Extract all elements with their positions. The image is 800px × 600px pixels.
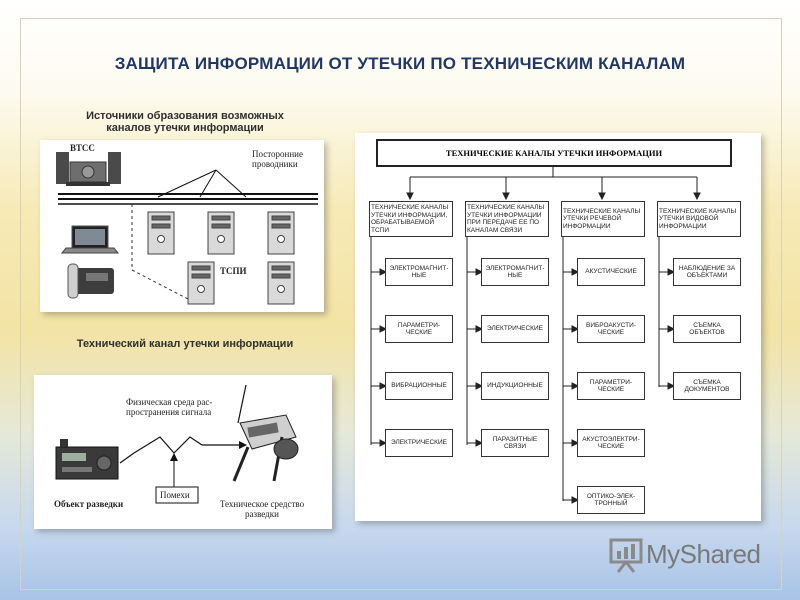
item-speech-parametric: ПАРАМЕТРИ-ЧЕСКИЕ (577, 372, 645, 400)
myshared-logo: MyShared (606, 535, 766, 575)
object-label: Объект разведки (54, 499, 123, 509)
item-visual-object-filming: СЪЕМКА ОБЪЕКТОВ (673, 315, 741, 343)
item-comm-electric: ЭЛЕКТРИЧЕСКИЕ (481, 315, 549, 343)
surveillance-device-icon (234, 385, 298, 481)
category-visual: ТЕХНИЧЕСКИЕ КАНАЛЫ УТЕЧКИ ВИДОВОЙ ИНФОРМ… (657, 201, 741, 237)
logo-text: MyShared (646, 539, 761, 570)
panel2-caption: Технический канал утечки информации (60, 338, 310, 350)
item-speech-acoustic: АКУСТИЧЕСКИЕ (577, 258, 645, 286)
item-comm-induction: ИНДУКЦИОННЫЕ (481, 372, 549, 400)
category-comm-channels: ТЕХНИЧЕСКИЕ КАНАЛЫ УТЕЧКИ ИНФОРМАЦИИ ПРИ… (465, 201, 549, 237)
category-tspi: ТЕХНИЧЕСКИЕ КАНАЛЫ УТЕЧКИ ИНФОРМАЦИИ, ОБ… (369, 201, 453, 237)
item-tspi-parametric: ПАРАМЕТРИ-ЧЕСКИЕ (385, 315, 453, 343)
slide-title: ЗАЩИТА ИНФОРМАЦИИ ОТ УТЕЧКИ ПО ТЕХНИЧЕСК… (0, 54, 800, 74)
tspi-label: ТСПИ (220, 266, 247, 276)
item-comm-electromagnetic: ЭЛЕКТРОМАГНИТ-НЫЕ (481, 258, 549, 286)
item-visual-document-filming: СЪЕМКА ДОКУМЕНТОВ (673, 372, 741, 400)
item-tspi-electromagnetic: ЭЛЕКТРОМАГНИТ-НЫЕ (385, 258, 453, 286)
item-speech-vibroacoustic: ВИБРОАКУСТИ-ЧЕСКИЕ (577, 315, 645, 343)
panel1-caption: Источники образования возможных каналов … (80, 110, 290, 134)
radio-transceiver-icon (56, 439, 118, 479)
audio-system-icon (56, 152, 121, 186)
noise-label: Помехи (160, 490, 190, 500)
category-speech: ТЕХНИЧЕСКИЕ КАНАЛЫ УТЕЧКИ РЕЧЕВОЙ ИНФОРМ… (561, 201, 645, 237)
leakage-sources-panel: ВТСС Посторонние проводники ТСПИ (40, 140, 324, 312)
leakage-channel-panel: Физическая среда рас-пространения сигнал… (34, 375, 332, 529)
presentation-board-icon (608, 537, 644, 573)
laptop-icon (62, 226, 118, 253)
flowchart-panel: ТЕХНИЧЕСКИЕ КАНАЛЫ УТЕЧКИ ИНФОРМАЦИИ ТЕХ… (355, 133, 761, 521)
item-visual-observation: НАБЛЮДЕНИЕ ЗА ОБЪЕКТАМИ (673, 258, 741, 286)
device-label: Техническое средство разведки (212, 499, 312, 519)
item-tspi-vibration: ВИБРАЦИОННЫЕ (385, 372, 453, 400)
flowchart-header: ТЕХНИЧЕСКИЕ КАНАЛЫ УТЕЧКИ ИНФОРМАЦИИ (376, 139, 732, 167)
item-speech-optoelectronic: ОПТИКО-ЭЛЕК-ТРОННЫЙ (577, 486, 645, 514)
item-tspi-electric: ЭЛЕКТРИЧЕСКИЕ (385, 429, 453, 457)
item-comm-parasitic: ПАРАЗИТНЫЕ СВЯЗИ (481, 429, 549, 457)
medium-label: Физическая среда рас-пространения сигнал… (126, 397, 218, 417)
item-speech-acoustoelectric: АКУСТОЭЛЕКТРИ-ЧЕСКИЕ (577, 429, 645, 457)
conductors-label: Посторонние проводники (252, 149, 312, 169)
vtss-label: ВТСС (70, 143, 95, 153)
phone-icon (68, 264, 114, 298)
computer-icon (148, 212, 294, 304)
